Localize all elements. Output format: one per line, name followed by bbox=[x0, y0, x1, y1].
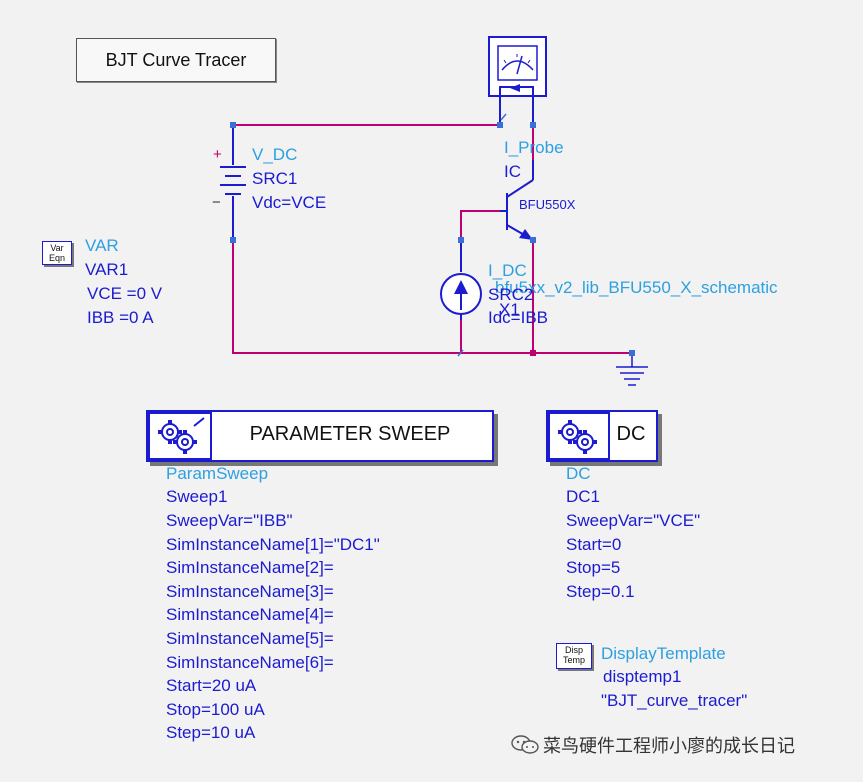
disp-name-label: disptemp1 bbox=[603, 667, 682, 686]
sweep-param: Step=10 uA bbox=[166, 723, 256, 743]
param-sweep-icon-cell bbox=[148, 412, 212, 460]
dc-name-label: DC1 bbox=[566, 487, 601, 506]
gears-icon bbox=[158, 417, 205, 454]
sweep-param: SimInstanceName[6]= bbox=[166, 652, 334, 672]
vdc-name-label: SRC1 bbox=[252, 169, 298, 188]
gears-icon bbox=[558, 420, 597, 454]
transistor-part-label: BFU550X bbox=[519, 197, 576, 212]
disp-param-label: "BJT_curve_tracer" bbox=[601, 691, 748, 710]
dc-param: Start=0 bbox=[566, 534, 622, 554]
wire-left bbox=[232, 240, 632, 354]
param-sweep-block[interactable]: PARAMETER SWEEP bbox=[146, 410, 494, 462]
dc-icon-cell bbox=[548, 412, 610, 460]
var-eqn-icon-line1: Var bbox=[50, 243, 64, 253]
disp-temp-icon-line2: Temp bbox=[562, 655, 585, 665]
idc-type-label: I_DC bbox=[488, 261, 527, 280]
sweep-param: SimInstanceName[2]= bbox=[166, 558, 334, 578]
var-eqn-icon[interactable]: Var Eqn bbox=[42, 241, 72, 265]
sweep-param: SimInstanceName[4]= bbox=[166, 605, 334, 625]
wire-base bbox=[460, 210, 500, 240]
current-source-symbol bbox=[440, 240, 482, 320]
sweep-params-list: SweepVar="IBB" SimInstanceName[1]="DC1" … bbox=[166, 511, 380, 747]
var-type-label: VAR bbox=[85, 236, 119, 255]
sweep-param: SweepVar="IBB" bbox=[166, 511, 293, 530]
var-params-list: VCE =0 V IBB =0 A bbox=[87, 284, 162, 331]
var-param-vce: VCE =0 V bbox=[87, 284, 163, 303]
var-eqn-icon-line2: Eqn bbox=[48, 253, 65, 263]
idc-param-label: Idc=IBB bbox=[488, 308, 549, 327]
var-param-ibb: IBB =0 A bbox=[87, 307, 154, 327]
transistor-lib-label: bfu5xx_v2_lib_BFU550_X_schematic bbox=[495, 278, 778, 297]
sweep-param: SimInstanceName[5]= bbox=[166, 628, 334, 648]
sweep-name-label: Sweep1 bbox=[166, 487, 228, 506]
iprobe-name-label: IC bbox=[504, 162, 521, 181]
sweep-param: Start=20 uA bbox=[166, 676, 257, 696]
dc-sim-block[interactable]: DC bbox=[546, 410, 658, 462]
vdc-param-label: Vdc=VCE bbox=[252, 193, 327, 212]
watermark-text: 菜鸟硬件工程师小廖的成长日记 bbox=[543, 736, 795, 757]
transistor-symbol bbox=[500, 160, 534, 241]
battery-symbol bbox=[220, 125, 246, 240]
disp-temp-icon[interactable]: Disp Temp bbox=[556, 643, 592, 669]
dc-param: Step=0.1 bbox=[566, 581, 635, 601]
vdc-plus-sign: + bbox=[213, 146, 222, 163]
var-name-label: VAR1 bbox=[85, 260, 129, 279]
sweep-param: SimInstanceName[1]="DC1" bbox=[166, 534, 380, 554]
wire-group bbox=[232, 124, 632, 354]
ammeter-symbol bbox=[488, 36, 547, 125]
dc-type-label: DC bbox=[566, 464, 591, 483]
vdc-type-label: V_DC bbox=[252, 145, 298, 164]
node-ticks bbox=[457, 113, 507, 357]
sweep-param: SimInstanceName[3]= bbox=[166, 581, 334, 601]
idc-name-label: SRC2 bbox=[488, 285, 534, 304]
dc-param: SweepVar="VCE" bbox=[566, 511, 701, 530]
dc-header: DC bbox=[616, 423, 646, 445]
transistor-name-label: X1 bbox=[499, 300, 520, 319]
schematic-title-box: BJT Curve Tracer bbox=[76, 38, 276, 82]
sweep-type-label: ParamSweep bbox=[166, 464, 269, 483]
node-markers bbox=[230, 122, 635, 356]
dc-params-list: SweepVar="VCE" Start=0 Stop=5 Step=0.1 bbox=[566, 511, 700, 605]
sweep-param: Stop=100 uA bbox=[166, 699, 265, 719]
param-sweep-header: PARAMETER SWEEP bbox=[249, 423, 451, 445]
disp-type-label: DisplayTemplate bbox=[601, 644, 726, 663]
vdc-minus-sign: − bbox=[212, 194, 221, 211]
dc-param: Stop=5 bbox=[566, 558, 621, 578]
chat-bubble-icon bbox=[511, 735, 539, 754]
iprobe-type-label: I_Probe bbox=[504, 138, 564, 157]
ground-symbol bbox=[616, 353, 648, 386]
disp-temp-icon-line1: Disp bbox=[564, 645, 583, 655]
